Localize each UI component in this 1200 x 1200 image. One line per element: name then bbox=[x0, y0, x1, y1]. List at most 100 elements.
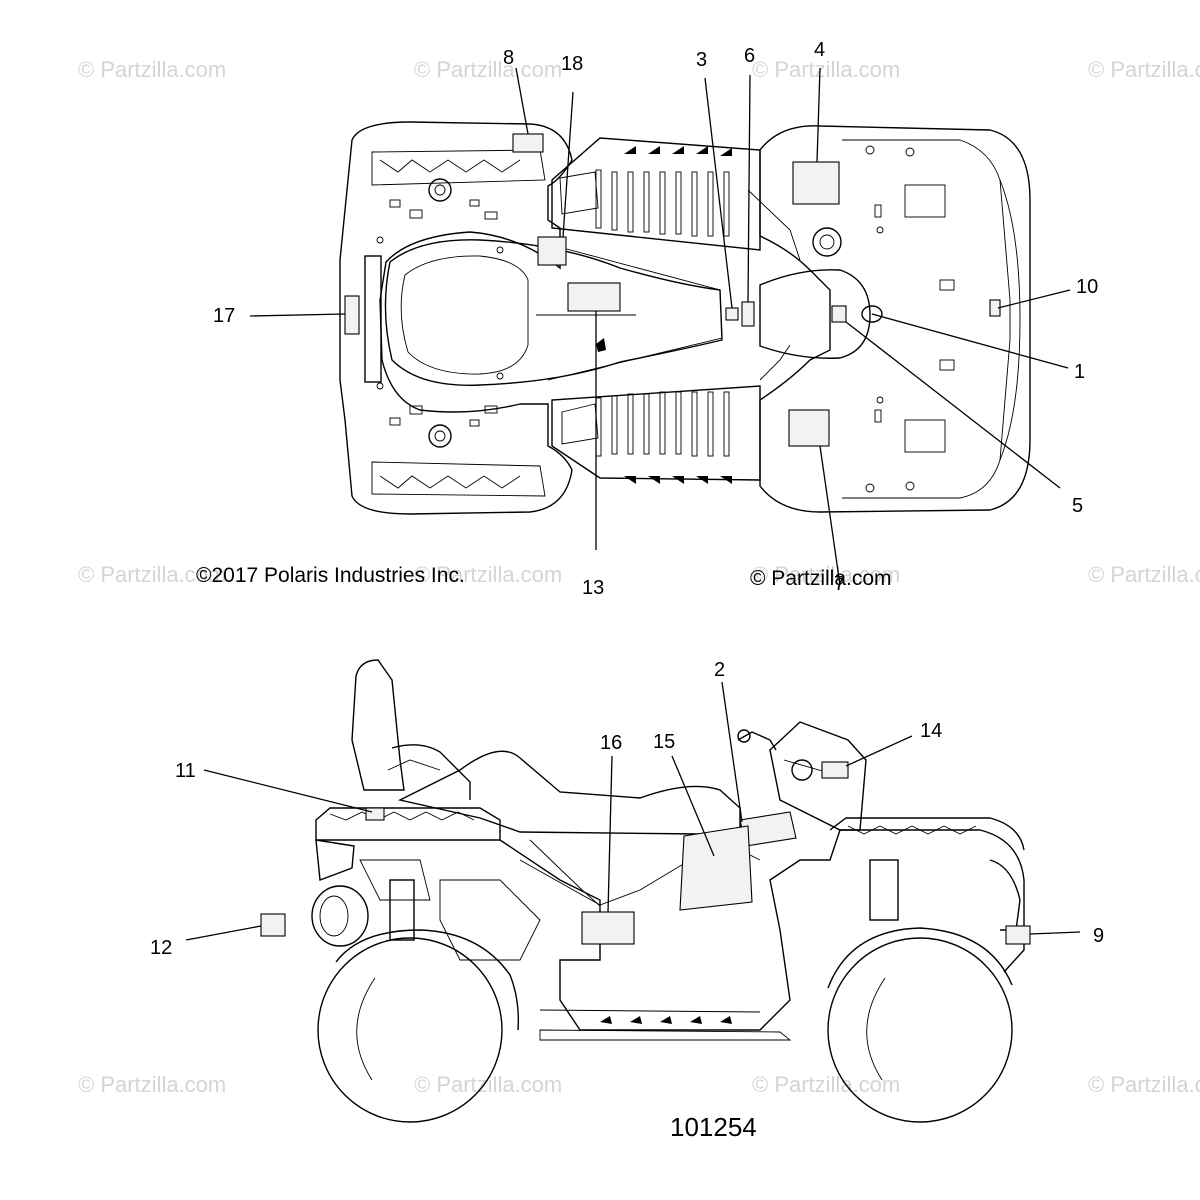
mirror-mount bbox=[791, 759, 813, 781]
fuel-cap bbox=[819, 234, 835, 250]
rear-bumper bbox=[364, 255, 382, 383]
front-bumper-side bbox=[989, 859, 1021, 931]
floorboard bbox=[539, 1029, 792, 1041]
footwell-right bbox=[551, 385, 761, 484]
passenger-backrest bbox=[351, 659, 405, 791]
seat-cushion bbox=[400, 255, 529, 375]
decal-7 bbox=[788, 409, 830, 447]
callout-12: 12 bbox=[150, 937, 172, 959]
front-rack-side bbox=[829, 817, 1025, 851]
top-view-callouts: 8 18 3 6 4 17 10 1 5 13 7 bbox=[213, 39, 1098, 599]
decal-12 bbox=[260, 913, 286, 937]
rear-shock bbox=[389, 879, 415, 941]
seat bbox=[384, 239, 723, 386]
callout-15: 15 bbox=[653, 731, 675, 753]
muffler bbox=[311, 885, 369, 947]
muffler-end bbox=[319, 895, 349, 937]
atv-side-view bbox=[260, 659, 1031, 1123]
callout-7: 7 bbox=[834, 573, 845, 595]
watermark: © Partzilla.com bbox=[414, 57, 562, 82]
watermark: © Partzilla.com bbox=[1088, 562, 1200, 587]
grab-handle bbox=[391, 744, 471, 800]
key-switch bbox=[596, 338, 606, 352]
decal-18 bbox=[537, 236, 567, 266]
side-view-leaders bbox=[185, 681, 1081, 941]
rear-fender-outline bbox=[339, 121, 573, 515]
decal-6 bbox=[741, 301, 755, 327]
decal-11 bbox=[365, 807, 385, 821]
callout-3: 3 bbox=[696, 49, 707, 71]
tail-light bbox=[428, 178, 452, 202]
rear-rack-frame bbox=[371, 149, 546, 186]
decal-9 bbox=[1005, 925, 1031, 945]
rear-rack-side bbox=[315, 807, 501, 841]
callout-1: 1 bbox=[1074, 361, 1085, 383]
body-side bbox=[499, 829, 1025, 1031]
handlebar-right bbox=[759, 344, 791, 381]
callout-5: 5 bbox=[1072, 495, 1083, 517]
side-panel-line bbox=[529, 839, 601, 907]
rack-holes bbox=[376, 199, 504, 427]
decal-15 bbox=[679, 825, 753, 911]
tail-light bbox=[428, 424, 452, 448]
decal-4 bbox=[792, 161, 840, 205]
callout-4: 4 bbox=[814, 39, 825, 61]
decal-8 bbox=[512, 133, 544, 153]
decal-3 bbox=[725, 307, 739, 321]
callout-14: 14 bbox=[920, 720, 942, 742]
watermark: © Partzilla.com bbox=[78, 1072, 226, 1097]
front-fender-outline bbox=[759, 125, 1031, 513]
handlebar-pod-side bbox=[769, 721, 867, 831]
fuel-cap bbox=[812, 227, 842, 257]
watermark: © Partzilla.com bbox=[414, 1072, 562, 1097]
front-rack-holes bbox=[865, 145, 955, 493]
callout-10: 10 bbox=[1076, 276, 1098, 298]
floorboard-line bbox=[539, 1009, 761, 1013]
atv-top-view bbox=[339, 121, 1031, 515]
watermark: © Partzilla.com bbox=[752, 57, 900, 82]
steering-stem bbox=[861, 305, 883, 323]
tail-light bbox=[434, 184, 446, 196]
watermark: © Partzilla.com bbox=[1088, 1072, 1200, 1097]
throttle bbox=[737, 729, 751, 743]
callout-9: 9 bbox=[1093, 925, 1104, 947]
handlebar-pod bbox=[759, 269, 871, 359]
side-view-callouts: 2 16 15 14 11 12 9 bbox=[150, 659, 1104, 959]
rear-rack-teeth bbox=[329, 811, 475, 821]
handlebar-grip bbox=[737, 731, 777, 751]
front-shock bbox=[869, 859, 899, 921]
front-wheel bbox=[827, 937, 1013, 1123]
front-wheel-hub bbox=[866, 977, 886, 1081]
callout-13: 13 bbox=[582, 577, 604, 599]
rear-wheel bbox=[317, 937, 503, 1123]
callout-18: 18 bbox=[561, 53, 583, 75]
watermark: © Partzilla.com bbox=[78, 562, 226, 587]
watermark: © Partzilla.com bbox=[414, 562, 562, 587]
decal-17 bbox=[344, 295, 360, 335]
rear-rack-frame bbox=[371, 461, 546, 497]
tail-light bbox=[434, 430, 446, 442]
tail-light-side bbox=[315, 839, 355, 881]
callout-17: 17 bbox=[213, 305, 235, 327]
front-tire-top bbox=[827, 927, 1013, 989]
grab-handle-inner bbox=[387, 759, 441, 771]
copyright-text: ©2017 Polaris Industries Inc. bbox=[196, 564, 465, 587]
watermark: © Partzilla.com bbox=[752, 562, 900, 587]
front-bumper bbox=[999, 179, 1021, 461]
decal-16 bbox=[581, 911, 635, 945]
rack-edge bbox=[379, 159, 521, 173]
decal-13 bbox=[567, 282, 621, 312]
footwell-left bbox=[551, 137, 761, 251]
callout-6: 6 bbox=[744, 45, 755, 67]
callout-11: 11 bbox=[175, 760, 196, 782]
watermark: © Partzilla.com bbox=[1088, 57, 1200, 82]
rack-edge bbox=[379, 475, 521, 489]
partzilla-mark: © Partzilla.com bbox=[750, 567, 892, 590]
engine bbox=[439, 879, 541, 961]
top-view-leaders bbox=[249, 67, 1071, 586]
front-rack-teeth bbox=[847, 825, 977, 835]
floorboard-treads bbox=[600, 1016, 732, 1024]
watermark: © Partzilla.com bbox=[752, 1072, 900, 1097]
decal-5 bbox=[831, 305, 847, 323]
